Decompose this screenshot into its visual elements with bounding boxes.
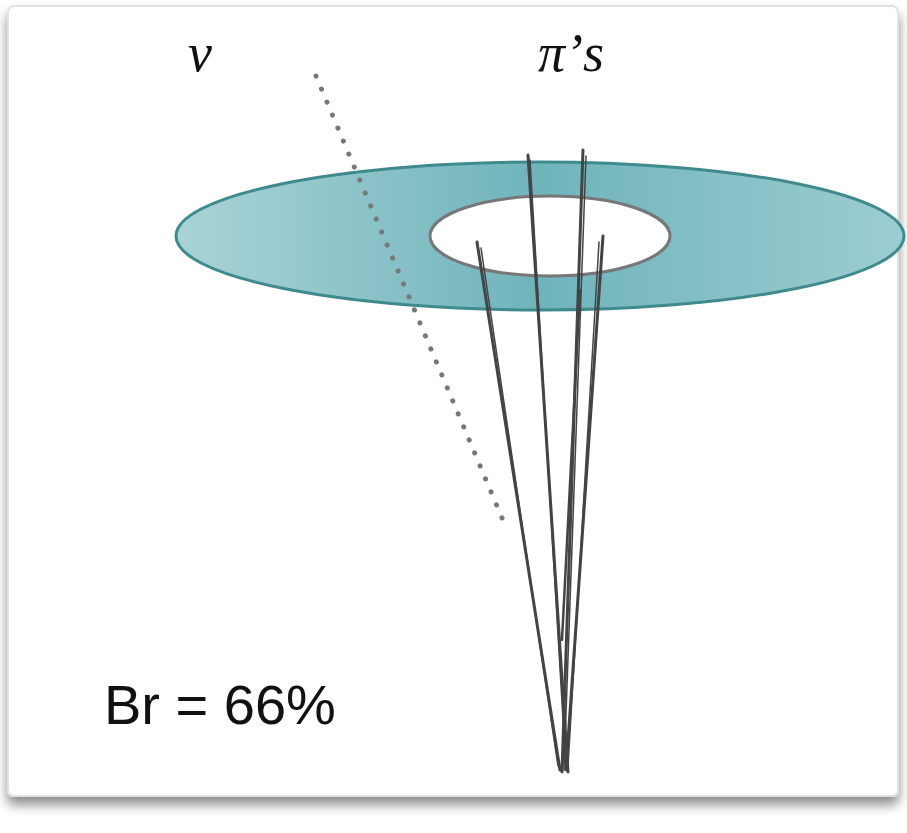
particle-label: π’s — [538, 22, 604, 84]
card-frame — [8, 6, 898, 796]
pion-tracks — [477, 150, 603, 772]
branching-ratio: Br = 66% — [104, 672, 336, 737]
neutrino-track — [316, 76, 505, 525]
detector-disk — [176, 162, 904, 310]
particle-label: ν — [188, 22, 212, 84]
